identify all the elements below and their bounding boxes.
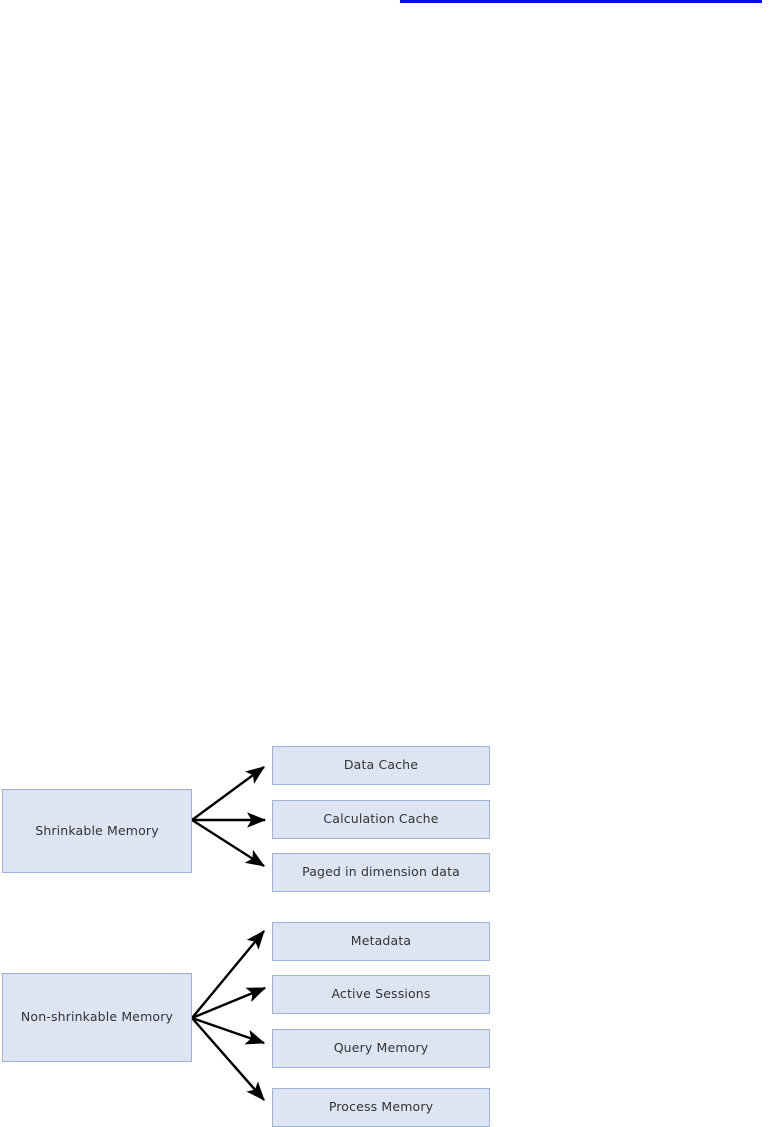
nonshrinkable-arrow-layer [191, 930, 267, 1101]
arrow-to-active-sessions [191, 986, 267, 1020]
node-metadata-label: Metadata [350, 933, 412, 949]
node-data-cache-label: Data Cache [343, 757, 419, 773]
node-data-cache[interactable]: Data Cache [272, 746, 490, 785]
shrinkable-arrow-layer [191, 766, 267, 868]
arrow-to-data-cache [191, 766, 265, 821]
node-shrinkable-memory-label: Shrinkable Memory [35, 822, 159, 838]
node-query-memory[interactable]: Query Memory [272, 1029, 490, 1068]
node-active-sessions[interactable]: Active Sessions [272, 975, 490, 1014]
node-active-sessions-label: Active Sessions [331, 986, 431, 1002]
node-shrinkable-memory[interactable]: Shrinkable Memory [2, 789, 192, 873]
node-process-memory-label: Process Memory [328, 1099, 434, 1115]
node-paged-in-dimension-data[interactable]: Paged in dimension data [272, 853, 490, 892]
node-query-memory-label: Query Memory [333, 1040, 429, 1056]
truncated-hyperlink-underline[interactable] [400, 0, 762, 3]
node-process-memory[interactable]: Process Memory [272, 1088, 490, 1127]
arrow-to-paged-in-dimension-data [191, 818, 266, 868]
node-calculation-cache-label: Calculation Cache [323, 811, 439, 827]
node-nonshrinkable-memory-label: Non-shrinkable Memory [20, 1009, 174, 1025]
node-calculation-cache[interactable]: Calculation Cache [272, 800, 490, 839]
nonshrinkable-memory-diagram: Non-shrinkable Memory Metadata Active Se… [0, 915, 769, 1127]
node-paged-in-dimension-data-label: Paged in dimension data [302, 864, 460, 880]
arrow-to-process-memory [191, 1017, 265, 1101]
node-nonshrinkable-memory[interactable]: Non-shrinkable Memory [2, 973, 192, 1062]
arrow-to-metadata [191, 930, 265, 1019]
shrinkable-memory-diagram: Shrinkable Memory Data Cache Calculation… [0, 740, 769, 892]
node-metadata[interactable]: Metadata [272, 922, 490, 961]
arrow-to-query-memory [191, 1016, 266, 1045]
